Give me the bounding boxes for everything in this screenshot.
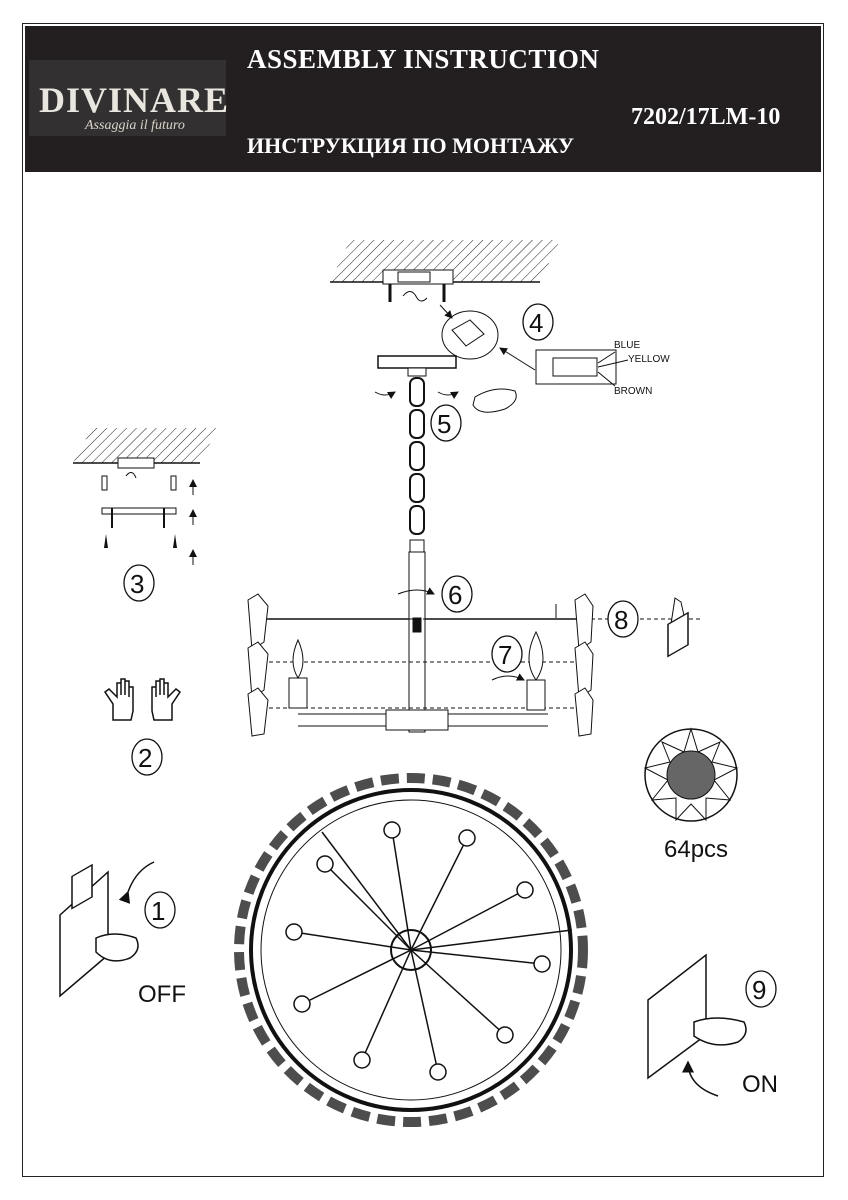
step-7: 7	[498, 640, 512, 670]
switch-on-icon	[647, 611, 747, 1097]
ceiling-mount-step3	[73, 428, 218, 565]
model-number: 7202/17LM-10	[631, 104, 781, 130]
title-english: ASSEMBLY INSTRUCTION	[247, 44, 600, 74]
step-6: 6	[448, 580, 462, 610]
brand-name: DIVINARE	[39, 80, 230, 120]
canopy-and-chain	[374, 355, 517, 553]
step-9: 9	[752, 975, 766, 1005]
brand-tagline: Assaggia il futuro	[85, 118, 185, 133]
switch-off-icon	[59, 861, 155, 998]
brand-logo	[29, 60, 226, 136]
off-label: OFF	[138, 981, 186, 1008]
wire-blue-label: BLUE	[614, 340, 640, 351]
gloves-icon	[103, 678, 182, 721]
step-3: 3	[130, 569, 144, 599]
terminal-detail: BLUE YELLOW BROWN	[439, 304, 670, 397]
title-russian: ИНСТРУКЦИЯ ПО МОНТАЖУ	[247, 133, 575, 158]
chandelier-top-view	[234, 773, 588, 1127]
crystal-count: 64pcs	[664, 836, 728, 863]
crystal-icon	[643, 727, 739, 822]
step-2: 2	[138, 743, 152, 773]
step-8: 8	[614, 605, 628, 635]
page-frame	[22, 23, 824, 1177]
step-5: 5	[437, 409, 451, 439]
wire-brown-label: BROWN	[614, 386, 652, 397]
step-4: 4	[529, 308, 543, 338]
step-1: 1	[151, 896, 165, 926]
ceiling-mount-top	[330, 240, 560, 302]
header-bar: DIVINARE Assaggia il futuro ASSEMBLY INS…	[25, 26, 821, 172]
step-badges	[123, 303, 777, 1008]
chandelier-side-view	[247, 551, 700, 737]
wire-yellow-label: YELLOW	[628, 354, 670, 365]
on-label: ON	[742, 1071, 778, 1098]
